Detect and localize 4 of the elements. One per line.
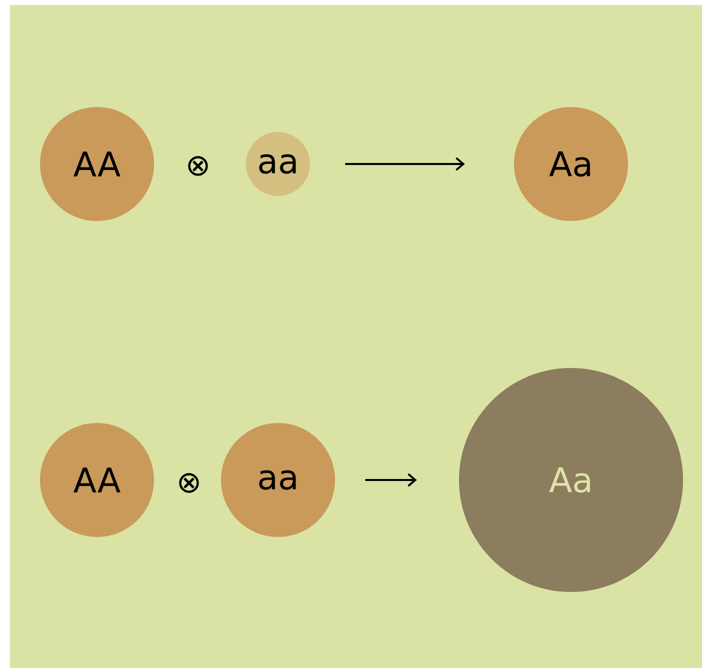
arrow	[345, 157, 465, 171]
cross-symbol: ⊗	[188, 156, 208, 176]
arrow	[365, 473, 417, 487]
cross-symbol: ⊗	[179, 473, 199, 493]
